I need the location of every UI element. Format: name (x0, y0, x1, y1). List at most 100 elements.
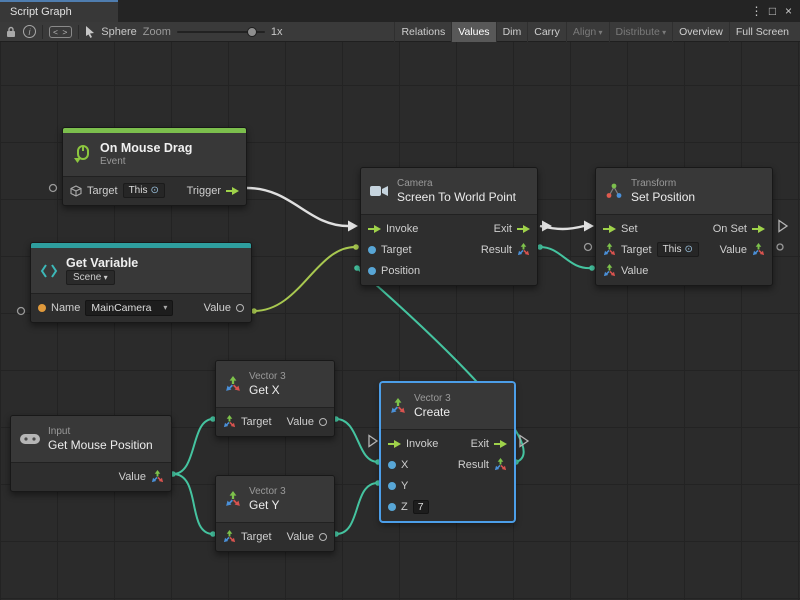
camera-icon (370, 184, 389, 198)
flow-out-port[interactable] (752, 224, 765, 234)
data-in-port[interactable] (38, 303, 46, 312)
z-value-input[interactable]: 7 (412, 499, 429, 514)
node-subtitle: Event (100, 156, 126, 167)
data-in-port[interactable] (388, 481, 396, 490)
wire-getx-x[interactable] (335, 418, 379, 463)
node-get-variable[interactable]: Get Variable Scene Name MainCamera▾ Valu… (30, 242, 252, 323)
node-screen-to-world-point[interactable]: Camera Screen To World Point Invoke Exit… (360, 167, 538, 286)
wire-mouse-getx[interactable] (172, 418, 214, 475)
variable-icon (40, 262, 58, 280)
relations-button[interactable]: Relations (394, 21, 451, 42)
node-category: Transform (631, 178, 677, 189)
fullscreen-button[interactable]: Full Screen (728, 21, 795, 42)
menu-icon[interactable]: ⋮ (750, 4, 763, 18)
maximize-icon[interactable]: □ (768, 4, 777, 18)
unconnected-port-marker[interactable] (583, 242, 593, 252)
vector3-icon (225, 491, 241, 507)
wire-exit-set[interactable] (539, 224, 585, 231)
wire-end (537, 244, 543, 250)
flow-in-port[interactable] (368, 224, 381, 234)
flow-in-port[interactable] (388, 439, 401, 449)
data-out-port[interactable] (319, 532, 327, 541)
mouse-drag-icon (72, 144, 92, 165)
wire-variable-target[interactable] (253, 246, 356, 312)
node-get-x[interactable]: Vector 3 Get X Target Value (215, 360, 335, 437)
toolbar-separator (78, 24, 80, 39)
unconnected-port-marker[interactable] (776, 243, 784, 251)
port-label-value: Value (286, 415, 314, 428)
port-label-invoke: Invoke (386, 222, 419, 235)
info-icon[interactable]: i (23, 25, 36, 38)
this-chip[interactable]: This⊙ (122, 183, 165, 198)
title-bar: Script Graph ⋮ □ × (0, 0, 800, 22)
dim-button[interactable]: Dim (495, 21, 528, 42)
wire-gety-y[interactable] (335, 482, 379, 535)
unconnected-port-marker[interactable] (48, 183, 58, 193)
unconnected-flow-marker[interactable] (778, 219, 789, 233)
graph-canvas[interactable]: On Mouse Drag Event Target This⊙ Trigger (0, 42, 800, 600)
vector3-in-port[interactable] (603, 243, 616, 256)
data-out-port[interactable] (236, 303, 244, 312)
zoom-slider-handle[interactable] (246, 26, 257, 37)
flow-in-port[interactable] (603, 224, 616, 234)
node-get-mouse-position[interactable]: Input Get Mouse Position Value (10, 415, 172, 492)
this-chip[interactable]: This⊙ (656, 242, 699, 257)
vector3-in-port[interactable] (603, 264, 616, 277)
port-label-z: Z (401, 500, 408, 513)
context-object-label[interactable]: Sphere (101, 25, 137, 38)
vector3-in-port[interactable] (223, 415, 236, 428)
port-label-invoke: Invoke (406, 437, 439, 450)
node-title: Get Mouse Position (48, 438, 153, 452)
unconnected-flow-marker[interactable] (519, 434, 530, 448)
data-out-port[interactable] (319, 417, 327, 426)
flow-out-port[interactable] (517, 224, 530, 234)
port-label-exit: Exit (493, 222, 512, 235)
unconnected-port-marker[interactable] (16, 306, 26, 316)
vector3-in-port[interactable] (223, 530, 236, 543)
port-label-set: Set (621, 222, 638, 235)
node-set-position[interactable]: Transform Set Position Set On Set Target… (595, 167, 773, 286)
vector3-out-port[interactable] (494, 458, 507, 471)
vector3-icon (390, 398, 406, 414)
vector3-out-port[interactable] (517, 243, 530, 256)
carry-button[interactable]: Carry (527, 21, 566, 42)
node-vector3-create[interactable]: Vector 3 Create Invoke Exit X Result Y Z… (380, 382, 515, 522)
lock-icon[interactable] (5, 26, 17, 38)
flow-out-port[interactable] (494, 439, 507, 449)
data-in-port[interactable] (388, 460, 396, 469)
node-get-y[interactable]: Vector 3 Get Y Target Value (215, 475, 335, 552)
variable-scope-dropdown[interactable]: Scene (66, 270, 115, 285)
zoom-slider[interactable] (176, 26, 265, 38)
vector3-out-port[interactable] (752, 243, 765, 256)
node-on-mouse-drag[interactable]: On Mouse Drag Event Target This⊙ Trigger (62, 127, 247, 206)
port-label-value: Value (286, 530, 314, 543)
tab-script-graph[interactable]: Script Graph (0, 0, 118, 22)
port-label-target: Target (241, 530, 272, 543)
wire-mouse-gety[interactable] (172, 473, 214, 535)
variable-name-dropdown[interactable]: MainCamera▾ (85, 299, 174, 316)
wire-result-value[interactable] (539, 246, 593, 270)
data-in-port[interactable] (388, 502, 396, 511)
port-label-value-in: Value (621, 264, 649, 277)
vector3-out-port[interactable] (151, 470, 164, 483)
align-dropdown[interactable]: Align (565, 21, 609, 42)
port-label-position: Position (381, 264, 421, 277)
code-icon[interactable]: < > (49, 25, 73, 38)
cursor-icon (85, 25, 95, 38)
values-button[interactable]: Values (451, 21, 496, 42)
variable-accent-strip (31, 243, 251, 248)
close-icon[interactable]: × (784, 4, 792, 18)
data-in-port[interactable] (368, 266, 376, 275)
data-in-port[interactable] (368, 245, 376, 254)
port-label-target: Target (381, 243, 412, 256)
flow-out-port[interactable] (226, 186, 239, 196)
overview-button[interactable]: Overview (672, 21, 729, 42)
wire-trigger-invoke[interactable] (246, 186, 349, 228)
port-label-value: Value (118, 470, 146, 483)
event-accent-strip (63, 128, 246, 133)
unconnected-flow-marker[interactable] (368, 434, 379, 448)
port-label-target: Target (241, 415, 272, 428)
distribute-dropdown[interactable]: Distribute (608, 21, 673, 42)
port-label-value: Value (203, 301, 231, 314)
node-title: Get Y (249, 498, 280, 512)
